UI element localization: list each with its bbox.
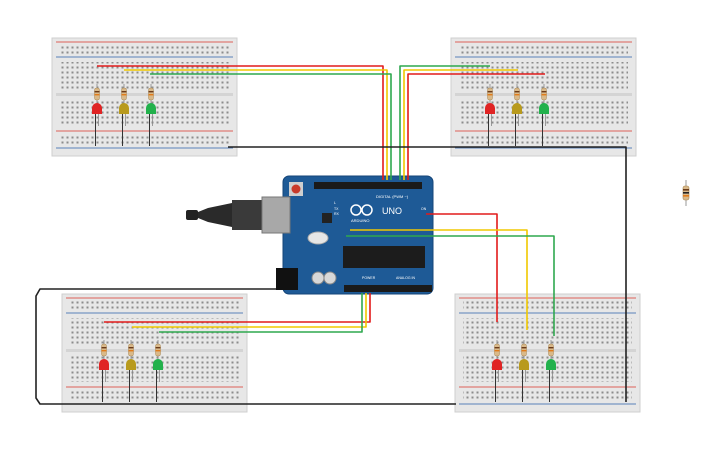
wire-yellow-bottom-left[interactable] <box>132 293 367 328</box>
led-yellow[interactable] <box>519 359 529 370</box>
wire-yellow-top-left[interactable] <box>124 69 388 180</box>
capacitor-2 <box>323 271 337 285</box>
led-green[interactable] <box>146 103 156 114</box>
rx-label: RX <box>334 212 340 216</box>
led-green[interactable] <box>546 359 556 370</box>
power-analog-header[interactable] <box>344 285 432 292</box>
resistor-band <box>121 94 127 96</box>
atmega-chip <box>343 246 425 268</box>
terminal-strip-lower[interactable] <box>60 99 229 126</box>
usb-connector <box>261 196 291 234</box>
arduino-brand-label: ARDUINO <box>351 218 369 223</box>
usb-chip <box>322 213 332 223</box>
usb-plug <box>232 200 262 230</box>
resistor-band <box>514 91 520 93</box>
usb-cable[interactable] <box>198 203 232 227</box>
resistor-band <box>541 94 547 96</box>
resistor-band <box>548 347 554 349</box>
power-rail-top[interactable] <box>463 300 632 311</box>
on-label: ON <box>421 207 427 211</box>
resistor-band <box>487 91 493 93</box>
center-channel <box>66 349 243 352</box>
wire-green-bottom-right[interactable] <box>346 235 555 336</box>
resistor-band <box>94 94 100 96</box>
breadboard-top-left[interactable] <box>51 37 238 157</box>
resistor-band <box>101 347 107 349</box>
power-rail-bottom[interactable] <box>459 134 628 145</box>
led-red[interactable] <box>485 103 495 114</box>
analog-label: ANALOG IN <box>396 276 416 280</box>
crystal-oscillator <box>307 231 329 245</box>
spare-resistor[interactable] <box>682 180 690 206</box>
reset-button[interactable] <box>291 184 301 194</box>
led-red[interactable] <box>492 359 502 370</box>
power-rail-bottom[interactable] <box>60 134 229 145</box>
terminal-strip-upper[interactable] <box>463 318 632 345</box>
resistor-band <box>128 350 134 352</box>
usb-cable-end <box>186 210 198 220</box>
wire-yellow-bottom-right[interactable] <box>350 229 528 330</box>
l-label: L <box>334 201 336 205</box>
resistor-band <box>521 350 527 352</box>
power-rail-bottom[interactable] <box>70 390 239 401</box>
led-yellow[interactable] <box>126 359 136 370</box>
led-red[interactable] <box>92 103 102 114</box>
resistor-band <box>155 350 161 352</box>
arduino-model-label: UNO <box>382 206 402 216</box>
resistor-band <box>94 91 100 93</box>
arduino-logo-icon-2 <box>361 204 373 216</box>
resistor-band <box>121 91 127 93</box>
wire-red-bottom-right[interactable] <box>426 213 498 322</box>
resistor-band <box>521 347 527 349</box>
led-red[interactable] <box>99 359 109 370</box>
resistor-band <box>541 91 547 93</box>
wire-ground-top[interactable] <box>228 146 627 402</box>
wire-green-bottom-left[interactable] <box>159 293 363 333</box>
resistor-band <box>548 350 554 352</box>
power-label: POWER <box>362 276 376 280</box>
power-rail-top[interactable] <box>60 44 229 55</box>
wire-red-bottom-left[interactable] <box>104 293 371 323</box>
wire-green-top-right[interactable] <box>399 65 490 180</box>
breadboard-top-right[interactable] <box>450 37 637 157</box>
arduino-logo-icon <box>350 204 362 216</box>
wires-group[interactable] <box>35 65 627 405</box>
center-channel <box>56 93 233 96</box>
breadboard-bottom-left[interactable] <box>61 293 248 413</box>
resistor-band <box>148 94 154 96</box>
arduino-uno-board[interactable]: ARDUINO UNO DIGITAL (PWM ~) POWER ANALOG… <box>186 175 434 295</box>
power-rail-bottom[interactable] <box>463 390 632 401</box>
digital-header-label: DIGITAL (PWM ~) <box>376 194 409 199</box>
digital-header[interactable] <box>314 182 422 189</box>
capacitor <box>311 271 325 285</box>
center-channel <box>459 349 636 352</box>
resistor-band <box>101 350 107 352</box>
breadboard-bottom-right[interactable] <box>454 293 641 413</box>
wire-red-top-left[interactable] <box>97 65 384 180</box>
tx-label: TX <box>334 207 339 211</box>
resistor-band <box>514 94 520 96</box>
wire-yellow-top-right[interactable] <box>403 69 518 180</box>
resistor-band <box>494 347 500 349</box>
led-green[interactable] <box>153 359 163 370</box>
resistor-band <box>494 350 500 352</box>
resistor-band <box>128 347 134 349</box>
wire-red-top-right[interactable] <box>407 73 545 180</box>
power-rail-top[interactable] <box>459 44 628 55</box>
led-green[interactable] <box>539 103 549 114</box>
led-yellow[interactable] <box>512 103 522 114</box>
wire-ground-bottom[interactable] <box>35 288 456 405</box>
resistor-band <box>487 94 493 96</box>
led-yellow[interactable] <box>119 103 129 114</box>
power-jack[interactable] <box>276 268 298 290</box>
wire-green-top-left[interactable] <box>150 73 392 180</box>
resistor-band <box>155 347 161 349</box>
resistor-band <box>148 91 154 93</box>
power-rail-top[interactable] <box>70 300 239 311</box>
